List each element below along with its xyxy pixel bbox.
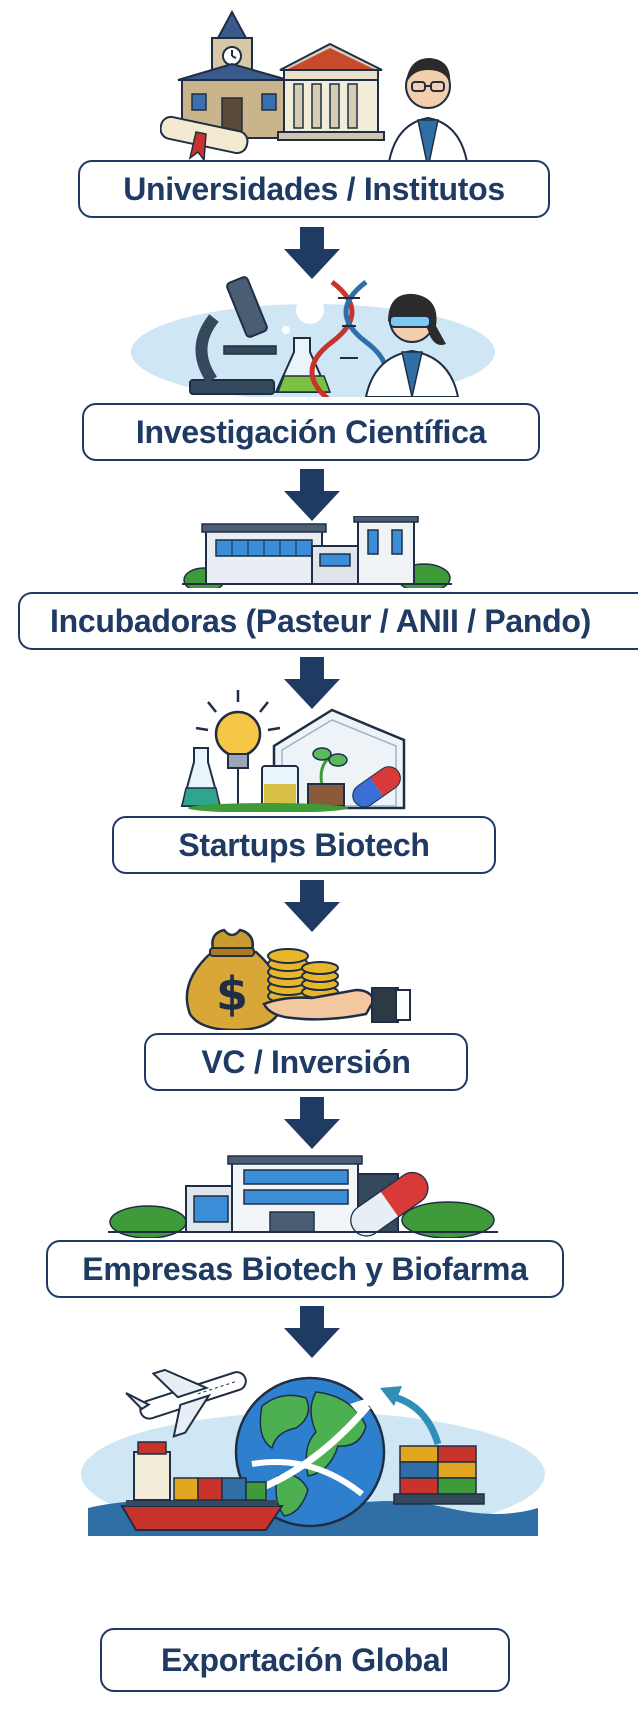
step-label-universidades: Universidades / Institutos <box>78 160 550 218</box>
moneybag-coins-hand-icon: $ <box>185 928 411 1030</box>
factory-capsule-icon <box>108 1155 498 1238</box>
step-label-startups: Startups Biotech <box>112 816 496 874</box>
lightbulb-lab-greenhouse-icon <box>180 690 406 812</box>
arrow-down-icon <box>284 657 340 709</box>
step-label-exportacion: Exportación Global <box>100 1628 510 1692</box>
arrow-down-icon <box>284 1097 340 1149</box>
step-label-vc-inversion: VC / Inversión <box>144 1033 468 1091</box>
step-label-investigacion: Investigación Científica <box>82 403 540 461</box>
university-scientist-icon <box>160 9 470 168</box>
arrow-down-icon <box>284 227 340 279</box>
globe-plane-ship-icon <box>81 1368 545 1536</box>
step-label-empresas: Empresas Biotech y Biofarma <box>46 1240 564 1298</box>
arrow-down-icon <box>284 469 340 521</box>
arrow-down-icon <box>284 880 340 932</box>
step-label-incubadoras: Incubadoras (Pasteur / ANII / Pando) <box>18 592 638 650</box>
incubator-buildings-icon <box>182 516 452 588</box>
microscope-dna-researcher-icon <box>131 276 495 397</box>
arrow-down-icon <box>284 1306 340 1358</box>
svg-text:$: $ <box>216 967 248 1021</box>
